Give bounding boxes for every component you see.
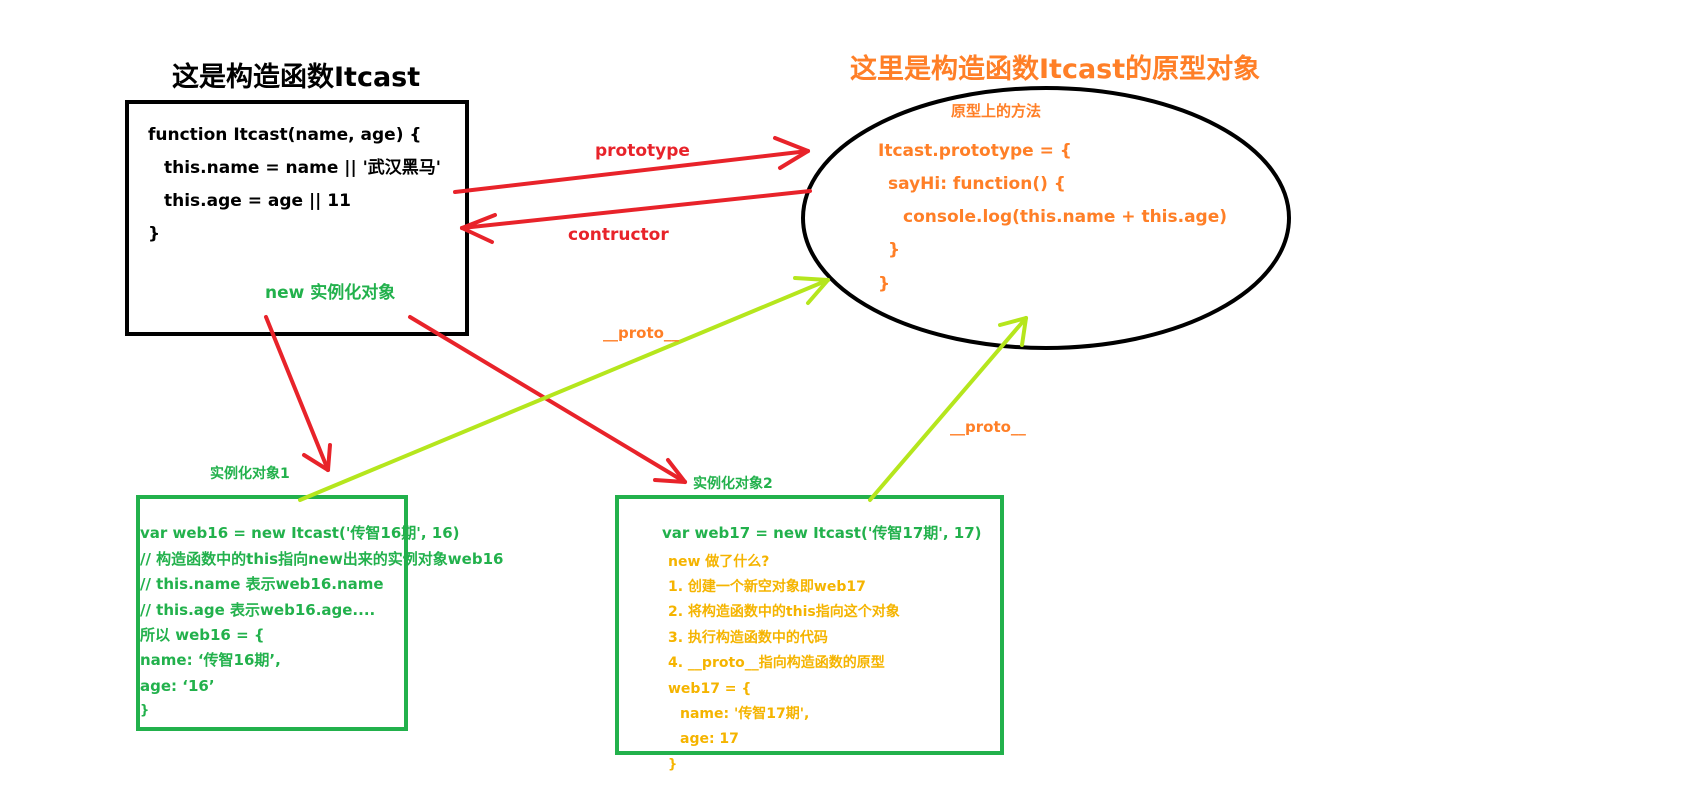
proto-label-instance2: __proto__ (950, 418, 1026, 436)
proto-arrow-instance2 (868, 316, 1028, 502)
constructor-title: 这是构造函数Itcast (172, 62, 421, 93)
instance1-code-line: // this.name 表示web16.name (140, 575, 384, 593)
instance1-code-line: name: ‘传智16期’, (140, 651, 281, 669)
prototype-code-line: } (878, 274, 891, 294)
new-arrow-instance2 (408, 315, 687, 484)
instance1-code-line: } (140, 703, 150, 718)
instance2-note-line: 1. 创建一个新空对象即web17 (668, 579, 866, 595)
instance2-note-line: 3. 执行构造函数中的代码 (668, 630, 828, 646)
instance2-note-line: 2. 将构造函数中的this指向这个对象 (668, 604, 900, 620)
prototype-title: 这里是构造函数Itcast的原型对象 (850, 54, 1261, 85)
new-instance-label: new 实例化对象 (265, 283, 396, 303)
new-arrow-instance1 (264, 315, 332, 472)
prototype-code-line: } (888, 240, 901, 260)
instance1-label: 实例化对象1 (210, 466, 290, 482)
instance2-box (615, 495, 1004, 755)
constructor-code-line: this.name = name || '武汉黑马' (164, 158, 442, 178)
prototype-code-line: console.log(this.name + this.age) (903, 207, 1228, 227)
instance2-note-line: age: 17 (680, 731, 739, 747)
instance1-code-line: // this.age 表示web16.age.... (140, 601, 376, 619)
constructor-arrow-label: contructor (568, 225, 669, 245)
prototype-code-line: sayHi: function() { (888, 174, 1066, 194)
instance2-note-line: web17 = { (668, 681, 752, 697)
instance1-code-line: age: ‘16’ (140, 677, 215, 695)
instance2-note-line: name: '传智17期', (680, 706, 810, 722)
instance2-note-line: } (668, 757, 678, 772)
instance2-note-line: new 做了什么? (668, 554, 770, 570)
proto-arrow-instance1 (298, 276, 830, 502)
constructor-box (125, 100, 469, 336)
prototype-ellipse (801, 86, 1291, 350)
instance1-code-line: // 构造函数中的this指向new出来的实例对象web16 (140, 550, 504, 568)
prototype-arrow (453, 136, 810, 194)
constructor-code-line: } (148, 224, 161, 244)
prototype-subtitle: 原型上的方法 (951, 102, 1042, 120)
instance2-note-line: 4. __proto__指向构造函数的原型 (668, 655, 885, 671)
instance1-box (136, 495, 408, 731)
instance2-code-line: var web17 = new Itcast('传智17期', 17) (662, 524, 982, 542)
constructor-arrow (460, 189, 812, 244)
instance1-code-line: 所以 web16 = { (140, 626, 265, 644)
instance1-code-line: var web16 = new Itcast('传智16期', 16) (140, 524, 460, 542)
constructor-code-line: function Itcast(name, age) { (148, 125, 422, 145)
prototype-arrow-label: prototype (595, 141, 690, 161)
constructor-code-line: this.age = age || 11 (164, 191, 351, 211)
proto-label-instance1: __proto__ (603, 324, 679, 342)
instance2-label: 实例化对象2 (693, 476, 773, 492)
prototype-code-line: Itcast.prototype = { (878, 141, 1072, 161)
